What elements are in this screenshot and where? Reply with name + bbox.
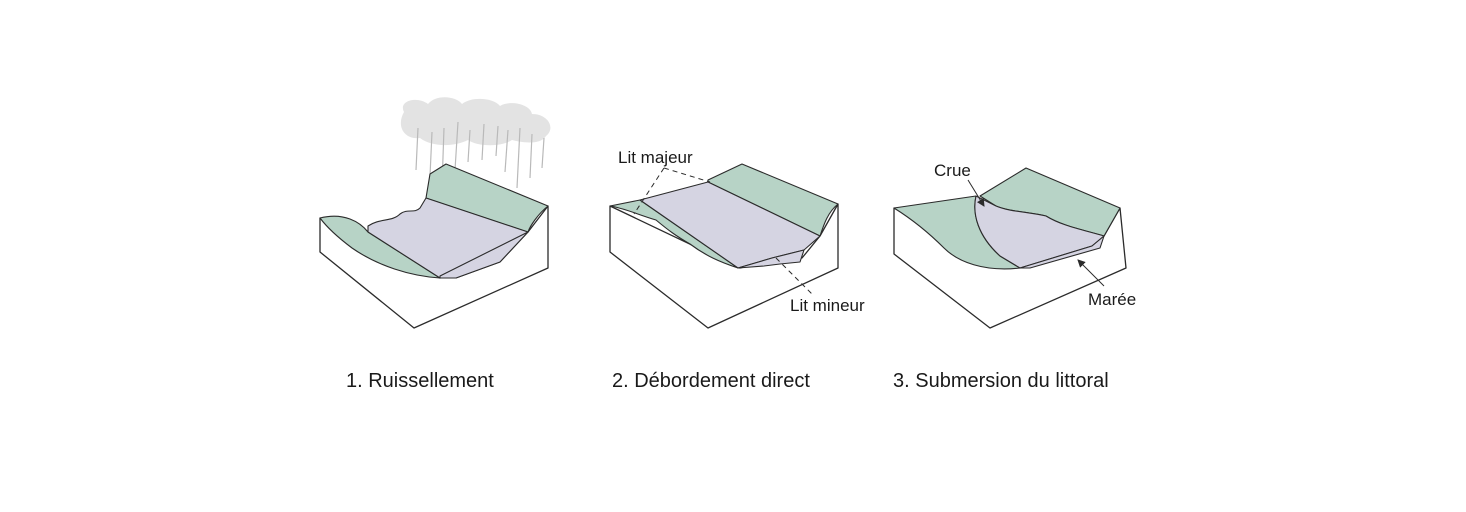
rain-cloud-icon	[400, 97, 551, 189]
panel-runoff: 1. Ruissellement	[319, 97, 551, 392]
left-bank-land	[609, 199, 739, 269]
label-lit-majeur: Lit majeur	[618, 148, 693, 167]
minor-bed-water	[737, 249, 805, 269]
rain-lines	[415, 121, 545, 189]
caption-direct-overflow: 2. Débordement direct	[612, 370, 810, 392]
tide-water	[1019, 235, 1105, 269]
label-lit-mineur: Lit mineur	[790, 296, 865, 315]
arrow-maree	[1077, 259, 1105, 287]
leader-lit-majeur-right	[663, 167, 711, 183]
panel-coastal-submersion: Crue Marée 3. Submersion du littoral	[893, 161, 1136, 392]
flood-water	[974, 195, 1105, 269]
caption-runoff: 1. Ruissellement	[346, 370, 494, 392]
leader-lit-majeur-left	[633, 167, 665, 215]
runoff-channel	[439, 231, 529, 279]
label-crue: Crue	[934, 161, 971, 180]
label-maree: Marée	[1088, 290, 1136, 309]
arrow-crue	[967, 179, 985, 207]
panel-direct-overflow: Lit majeur Lit mineur 2. Débordement dir…	[609, 148, 865, 392]
left-slope-land	[319, 215, 441, 279]
caption-coastal-submersion: 3. Submersion du littoral	[893, 370, 1109, 392]
